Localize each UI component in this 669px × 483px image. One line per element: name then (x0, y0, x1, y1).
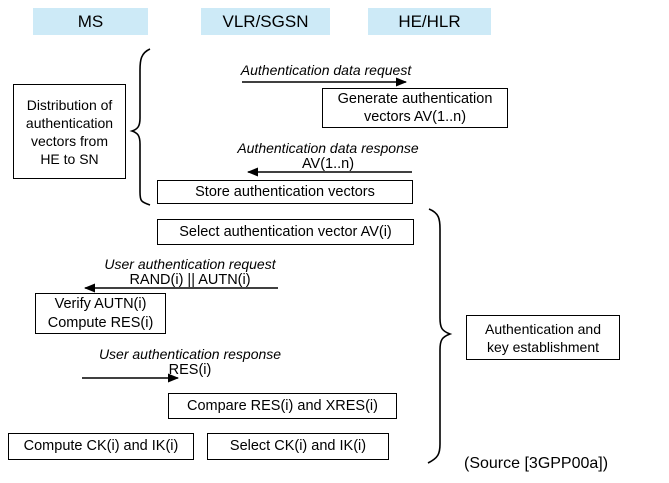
message-label-auth-data-response: Authentication data response (228, 140, 428, 156)
process-box-select-av: Select authentication vector AV(i) (157, 219, 414, 245)
process-box-compute-ck-ik-label: Compute CK(i) and IK(i) (23, 438, 179, 455)
phase-box-auth-key: Authentication and key establishment (466, 315, 620, 360)
column-header-ms: MS (33, 8, 148, 35)
process-box-compare-res: Compare RES(i) and XRES(i) (168, 393, 397, 419)
brace-auth-key-phase (427, 208, 453, 464)
message-sublabel-auth-data-response-text: AV(1..n) (301, 156, 355, 172)
process-box-verify-autn-label: Verify AUTN(i) Compute RES(i) (47, 296, 154, 331)
source-caption: (Source [3GPP00a]) (464, 455, 608, 473)
column-header-he-hlr-label: HE/HLR (398, 12, 461, 31)
process-box-verify-autn: Verify AUTN(i) Compute RES(i) (35, 293, 166, 334)
process-box-store-av-label: Store authentication vectors (195, 183, 375, 200)
message-sublabel-user-auth-request-text: RAND(i) || AUTN(i) (129, 272, 251, 288)
phase-box-auth-key-label: Authentication and key establishment (485, 320, 601, 355)
message-label-user-auth-response: User authentication response (90, 346, 290, 362)
process-box-select-ck-ik: Select CK(i) and IK(i) (207, 433, 389, 460)
message-label-user-auth-response-text: User authentication response (98, 346, 282, 362)
message-sublabel-user-auth-request: RAND(i) || AUTN(i) (95, 272, 285, 288)
process-box-compare-res-label: Compare RES(i) and XRES(i) (187, 397, 378, 414)
process-box-compute-ck-ik: Compute CK(i) and IK(i) (8, 433, 194, 460)
process-box-select-av-label: Select authentication vector AV(i) (179, 223, 392, 240)
message-label-auth-data-request-text: Authentication data request (240, 62, 412, 78)
message-label-auth-data-request: Authentication data request (230, 62, 422, 78)
message-label-user-auth-request-text: User authentication request (104, 256, 276, 272)
phase-box-distribution: Distribution of authentication vectors f… (13, 84, 126, 179)
process-box-generate-av: Generate authentication vectors AV(1..n) (322, 88, 508, 128)
message-label-user-auth-request: User authentication request (95, 256, 285, 272)
message-sublabel-auth-data-response: AV(1..n) (228, 156, 428, 172)
process-box-generate-av-label: Generate authentication vectors AV(1..n) (337, 90, 493, 126)
process-box-select-ck-ik-label: Select CK(i) and IK(i) (229, 438, 367, 455)
source-caption-text: (Source [3GPP00a]) (464, 455, 609, 472)
column-header-he-hlr: HE/HLR (368, 8, 491, 35)
message-sublabel-user-auth-response-text: RES(i) (168, 362, 212, 378)
column-header-vlr-sgsn-label: VLR/SGSN (222, 12, 309, 31)
process-box-store-av: Store authentication vectors (157, 180, 413, 204)
brace-distribution-phase (129, 48, 151, 206)
message-sublabel-user-auth-response: RES(i) (90, 362, 290, 378)
phase-box-distribution-label: Distribution of authentication vectors f… (25, 96, 114, 167)
message-label-auth-data-response-text: Authentication data response (237, 140, 419, 156)
column-header-ms-label: MS (77, 12, 104, 31)
column-header-vlr-sgsn: VLR/SGSN (201, 8, 330, 35)
